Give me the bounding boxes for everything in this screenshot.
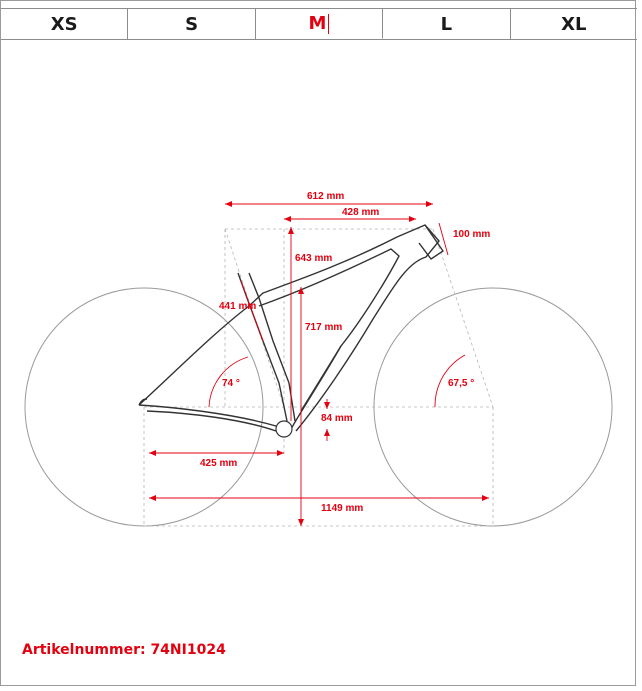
tab-label: L bbox=[440, 13, 453, 35]
tab-size-xs[interactable]: XS bbox=[1, 9, 129, 39]
label-seat-tube: 441 mm bbox=[219, 301, 256, 312]
label-reach-top: 612 mm bbox=[307, 191, 344, 202]
label-seat-angle: 74 ° bbox=[222, 378, 240, 389]
label-head-angle: 67,5 ° bbox=[448, 378, 474, 389]
label-head-tube: 100 mm bbox=[453, 229, 490, 240]
guide-lines bbox=[143, 228, 494, 527]
text-caret bbox=[328, 13, 330, 34]
tab-label: XS bbox=[50, 13, 78, 35]
tab-size-m[interactable]: M bbox=[255, 9, 384, 39]
label-chainstay: 425 mm bbox=[200, 458, 237, 469]
tab-label: S bbox=[185, 13, 199, 35]
tab-size-xl[interactable]: XL bbox=[511, 9, 637, 39]
label-stack: 643 mm bbox=[295, 253, 332, 264]
measurement-lines bbox=[149, 203, 489, 526]
bike-geometry-diagram: 612 mm 428 mm 100 mm 643 mm 441 mm 717 m… bbox=[24, 191, 613, 527]
label-bb-drop: 84 mm bbox=[321, 413, 353, 424]
size-tab-bar: XS S M L XL bbox=[1, 8, 637, 40]
tab-size-s[interactable]: S bbox=[128, 9, 256, 39]
tab-label: M bbox=[308, 13, 327, 34]
tab-size-l[interactable]: L bbox=[383, 9, 511, 39]
arrow-heads bbox=[149, 201, 489, 526]
label-top-tube: 428 mm bbox=[342, 207, 379, 218]
label-wheelbase: 1149 mm bbox=[321, 503, 363, 514]
tab-label: XL bbox=[561, 13, 587, 35]
article-number: Artikelnummer: 74NI1024 bbox=[22, 642, 226, 658]
label-standover: 717 mm bbox=[305, 322, 342, 333]
